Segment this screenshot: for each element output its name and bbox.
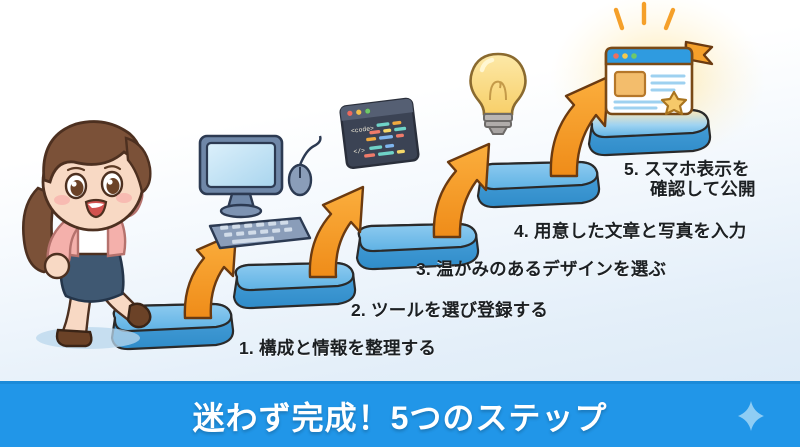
step-platform-4 [476,160,601,209]
browser-window-icon [604,1,714,116]
browser-dot-yellow [622,53,628,59]
chibi-girl-illustration [22,120,152,349]
footer-banner: 迷わず完成！5つのステップ [0,381,800,447]
browser-dot-green [631,53,637,59]
step-platform-5 [587,108,712,157]
svg-text:<code>: <code> [351,125,375,135]
code-window-dot-yellow [356,109,362,115]
browser-image-placeholder [613,70,647,98]
browser-dot-red [613,53,619,59]
step-label-2: 2. ツールを選び登録する [351,300,549,320]
step-label-1: 1. 構成と情報を整理する [239,338,437,358]
step-label-3: 3. 温かみのあるデザインを選ぶ [416,259,667,279]
browser-text-lines [613,74,686,110]
lightbulb-icon [469,52,527,135]
orange-arrow-3-to-4 [432,142,491,239]
illustration-scene: <code> </> [22,0,766,351]
computer-icon [198,134,322,250]
step-label-5-line2: 確認して公開 [650,179,756,200]
orange-arrow-2-to-3 [308,185,365,279]
step-label-5: 5. スマホ表示を確認して公開 [624,159,756,200]
code-window-dot-red [347,110,353,116]
code-editor-icon: <code> </> [339,97,420,170]
sparkle-rays [613,1,676,31]
step-label-4: 4. 用意した文章と写真を入力 [514,221,747,241]
step-label-5-line1: 5. スマホ表示を [624,159,750,179]
svg-text:</>: </> [353,147,365,155]
sparkle-icon [738,400,764,431]
star-badge [660,90,688,116]
banner-title: 迷わず完成！5つのステップ [192,399,608,436]
